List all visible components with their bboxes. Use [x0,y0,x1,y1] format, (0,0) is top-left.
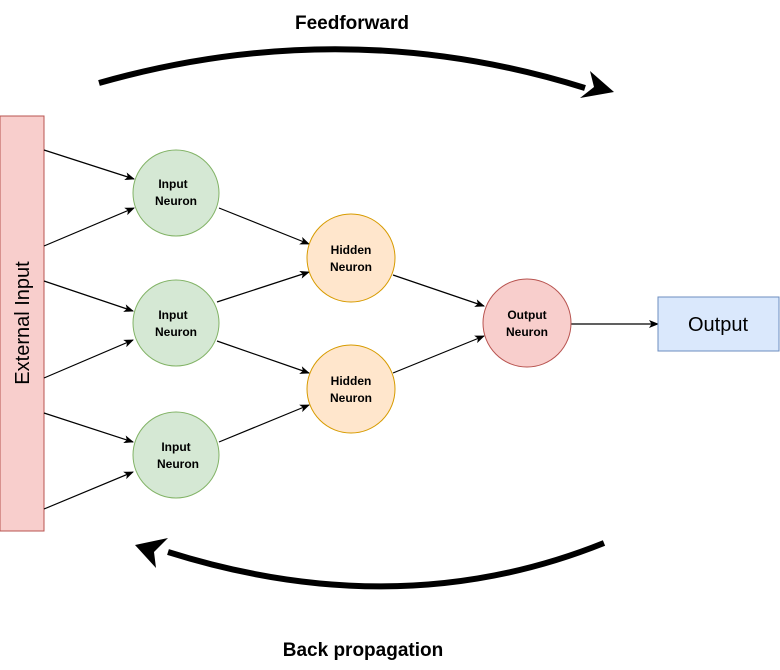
input-neuron-2-label-line1: Input [158,308,187,322]
edge-hidden-1-to-output [392,274,485,307]
edge-external-to-input-3b [43,471,134,510]
edge-input-3-to-hidden-2 [218,404,310,443]
hidden-neuron-2: Hidden Neuron [306,344,396,434]
input-neuron-3-label-line2: Neuron [157,457,199,471]
edge-external-to-input-3a [43,412,134,444]
hidden-neuron-2-label-line1: Hidden [331,374,372,388]
back-propagation-arrowhead [135,538,168,568]
output-box [657,296,780,352]
external-input-bar [0,115,45,532]
input-neuron-3: Input Neuron [132,411,220,499]
edge-input-1-to-hidden-1 [218,207,310,245]
feedforward-arrow [98,46,586,91]
back-propagation-arrow [167,540,606,590]
input-neuron-1-label-line2: Neuron [155,194,197,208]
input-neuron-2-label-line2: Neuron [155,325,197,339]
back-propagation-label: Back propagation [283,640,443,661]
hidden-neuron-1-label-line2: Neuron [330,260,372,274]
hidden-neuron-1-label-line1: Hidden [331,243,372,257]
input-neuron-3-label-line1: Input [161,440,190,454]
external-input-label: External Input [12,261,34,385]
output-neuron-label-line1: Output [507,308,546,322]
edge-input-2-to-hidden-2 [216,340,310,374]
edge-external-to-input-2a [43,280,134,312]
edge-external-to-input-2b [43,339,134,379]
input-neuron-1: Input Neuron [132,149,220,237]
edge-external-to-input-1a [43,149,135,181]
output-neuron: Output Neuron [482,278,572,368]
input-neuron-2: Input Neuron [132,279,220,367]
feedforward-arrowhead [580,71,614,98]
output-box-label: Output [688,314,748,336]
input-neuron-1-label-line1: Input [158,177,187,191]
edge-input-2-to-hidden-1 [216,270,310,303]
output-neuron-label-line2: Neuron [506,325,548,339]
edge-external-to-input-1b [43,207,135,247]
hidden-neuron-2-label-line2: Neuron [330,391,372,405]
edge-hidden-2-to-output [392,335,485,374]
feedforward-label: Feedforward [295,13,409,34]
hidden-neuron-1: Hidden Neuron [306,213,396,303]
